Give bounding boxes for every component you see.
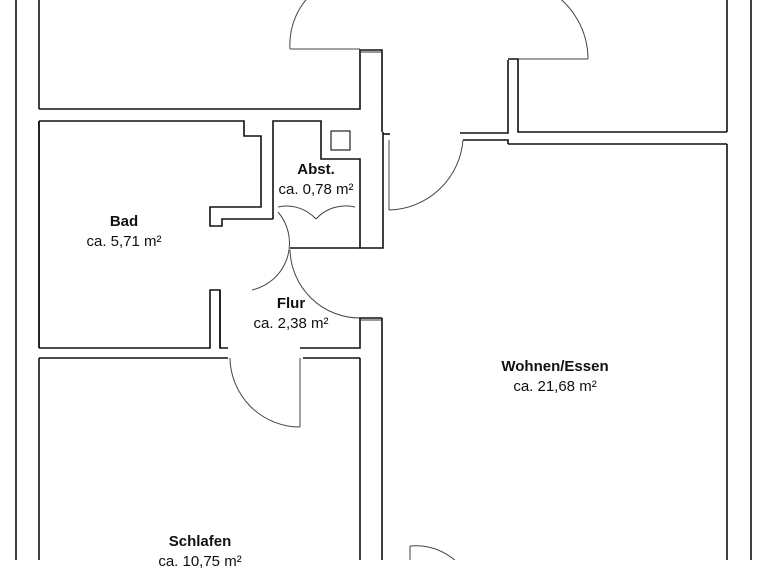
room-area: ca. 21,68 m²	[513, 378, 597, 395]
room-name: Flur	[276, 295, 306, 312]
room-name: Wohnen/Essen	[501, 358, 609, 375]
room-name: Abst.	[297, 161, 335, 178]
abst-doors	[251, 205, 361, 319]
wohnen-door	[383, 133, 464, 211]
floor-plan	[15, 0, 752, 560]
room-label-bad: Bad ca. 5,71 m²	[86, 212, 161, 252]
room-area: ca. 2,38 m²	[253, 315, 329, 332]
top-right-door	[460, 0, 727, 145]
room-area: ca. 10,75 m²	[158, 553, 242, 570]
abst-walls	[272, 120, 384, 249]
entrance-door	[289, 0, 360, 50]
schlafen-door	[229, 357, 301, 428]
outer-walls	[15, 0, 752, 560]
flur-walls	[219, 290, 383, 560]
room-name: Schlafen	[168, 533, 232, 550]
room-area: ca. 5,71 m²	[86, 233, 162, 250]
room-label-flur: Flur ca. 2,38 m²	[253, 294, 328, 334]
room-label-wohnen: Wohnen/Essen ca. 21,68 m²	[501, 357, 608, 397]
room-label-abst: Abst. ca. 0,78 m²	[278, 160, 353, 200]
room-top-left-walls	[39, 49, 383, 132]
room-area: ca. 0,78 m²	[278, 181, 354, 198]
room-label-schlafen: Schlafen ca. 10,75 m²	[158, 532, 241, 572]
room-name: Bad	[109, 213, 139, 230]
bottom-door	[409, 545, 456, 560]
